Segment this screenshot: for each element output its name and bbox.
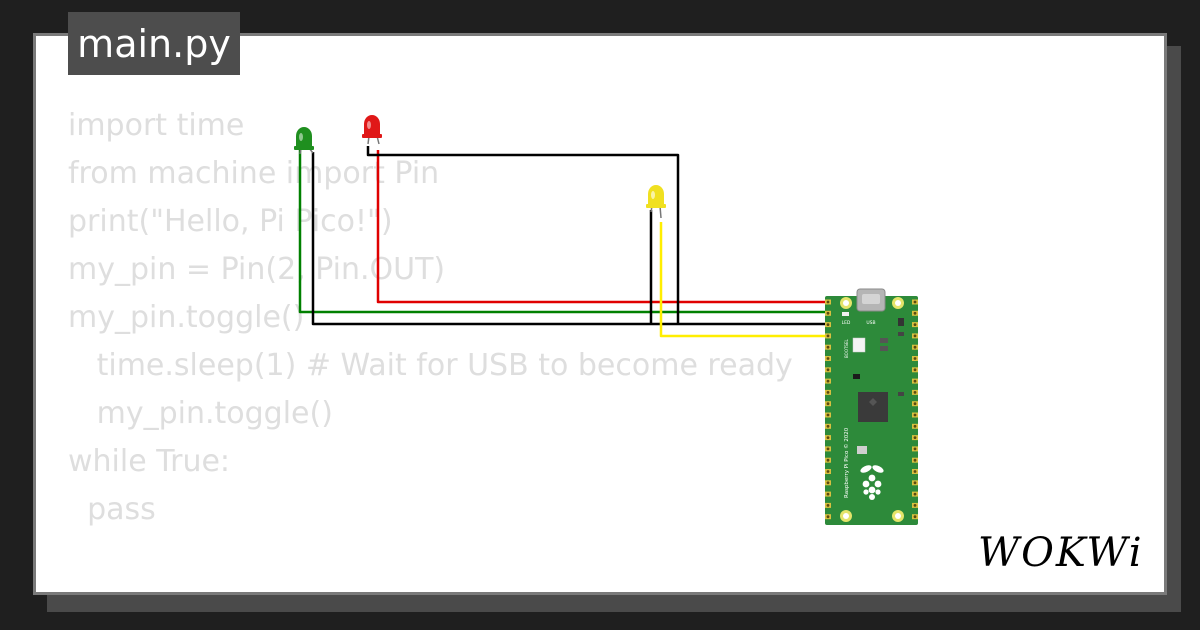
board-pin-hole	[826, 436, 830, 439]
board-pin-hole	[826, 492, 830, 496]
preview-card: import time from machine import Pin print(…	[33, 33, 1167, 595]
raspberry-pi-pico-board[interactable]: USB LED BOOTSEL Raspberry Pi Pico © 2020	[825, 288, 918, 525]
rp2040-chip	[858, 392, 888, 422]
led-silk-label: LED	[842, 320, 851, 326]
board-pin-hole	[826, 504, 830, 507]
code-line: time.sleep(1) # Wait for USB to become r…	[68, 348, 793, 383]
onboard-led	[842, 312, 849, 316]
board-pin-hole	[913, 311, 917, 315]
filename-tab[interactable]: main.py	[68, 12, 240, 75]
code-line: # from machine import Pin	[68, 582, 928, 592]
code-line: while True:	[68, 444, 231, 479]
wires	[298, 146, 830, 338]
board-pin-hole	[826, 368, 830, 372]
board-pin-hole	[826, 470, 830, 473]
board-pin-hole	[826, 402, 830, 406]
code-line: pass	[68, 492, 156, 527]
code-editor: import time from machine import Pin print(…	[68, 102, 928, 592]
code-line: my_pin.toggle()	[68, 396, 333, 431]
red-led[interactable]	[362, 115, 382, 145]
code-line: from machine import Pin	[68, 156, 440, 191]
board-pin-hole	[913, 504, 917, 507]
code-line: import time	[68, 108, 245, 143]
board-pin-hole	[913, 345, 917, 349]
board-pin-hole	[826, 379, 830, 383]
board-pin-hole	[913, 436, 917, 439]
board-pin-hole	[913, 470, 917, 473]
board-pin-hole	[826, 391, 830, 394]
green-led[interactable]	[294, 127, 314, 155]
code-line: my_pin.toggle()	[68, 300, 305, 335]
board-pin-hole	[826, 515, 830, 519]
board-pin-hole	[913, 492, 917, 496]
board-pin-hole	[913, 402, 917, 406]
raspberry-logo-icon	[860, 465, 884, 500]
filename-label: main.py	[77, 21, 231, 66]
wire-green[interactable]	[298, 150, 830, 314]
wokwi-logo-text: WOKWi	[978, 530, 1144, 576]
flash-chip	[857, 446, 867, 454]
board-pin-hole	[913, 334, 917, 338]
board-pin-hole	[913, 368, 917, 372]
wokwi-logo: WOKWi	[978, 530, 1144, 576]
board-pin-hole	[826, 458, 830, 462]
board-pin-hole	[913, 424, 917, 428]
board-pin-hole	[826, 357, 830, 360]
wire-yellow[interactable]	[659, 222, 830, 338]
pins-left	[825, 299, 831, 520]
board-pin-hole	[913, 481, 917, 485]
board-pin-hole	[913, 323, 917, 326]
board-pin-hole	[826, 311, 830, 315]
bootsel-button[interactable]	[852, 337, 866, 353]
board-pin-hole	[826, 345, 830, 349]
board-pin-hole	[826, 413, 830, 417]
board-pin-hole	[913, 357, 917, 360]
board-pin-hole	[826, 481, 830, 485]
code-line: print("Hello, Pi Pico!")	[68, 204, 393, 239]
board-pin-hole	[826, 424, 830, 428]
board-pin-hole	[826, 323, 830, 326]
board-pin-hole	[913, 515, 917, 519]
board-pin-hole	[913, 391, 917, 394]
usb-silk-label: USB	[866, 320, 875, 326]
bootsel-silk-label: BOOTSEL	[844, 339, 849, 358]
board-pin-hole	[913, 300, 917, 304]
board-pin-hole	[913, 447, 917, 451]
board-pin-hole	[826, 334, 830, 338]
yellow-led[interactable]	[646, 185, 666, 219]
board-pin-hole	[826, 300, 830, 304]
board-pin-hole	[826, 447, 830, 451]
board-pin-hole	[913, 379, 917, 383]
board-pin-hole	[913, 413, 917, 417]
board-silk-text: Raspberry Pi Pico © 2020	[843, 427, 850, 498]
wire-black-red-led[interactable]	[366, 146, 680, 324]
pins-right	[912, 299, 918, 520]
code-line: my_pin = Pin(2, Pin.OUT)	[68, 252, 446, 287]
wire-black-green-led[interactable]	[311, 152, 830, 326]
board-pin-hole	[913, 458, 917, 462]
mounting-holes	[840, 297, 904, 522]
wire-red[interactable]	[376, 150, 830, 304]
